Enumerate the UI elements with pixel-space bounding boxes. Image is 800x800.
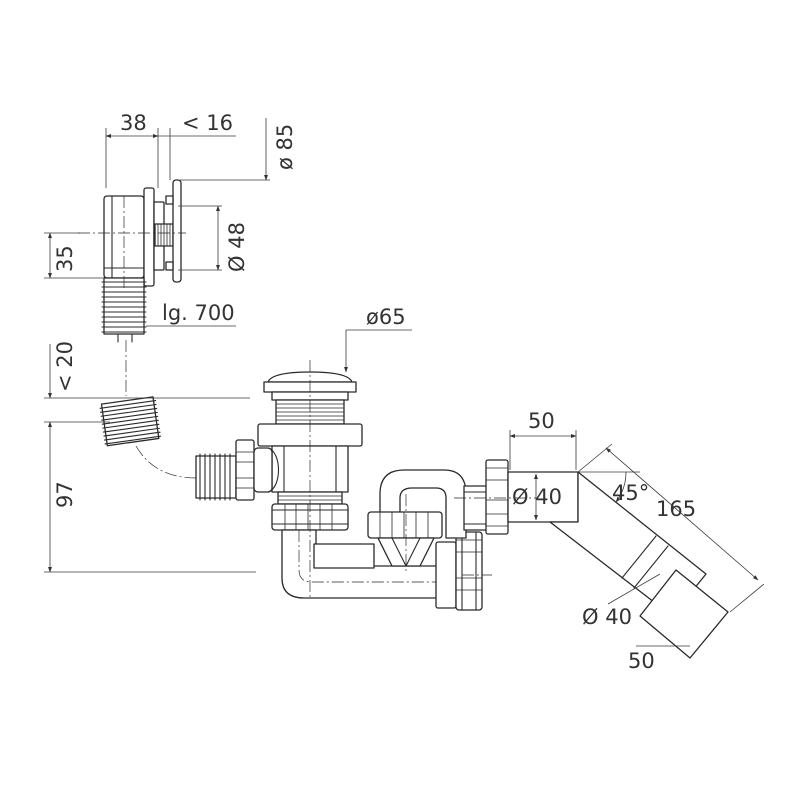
label-length-165: 165: [656, 497, 696, 521]
label-dia-85: ø 85: [273, 124, 297, 170]
label-dia-40-top: Ø 40: [512, 485, 562, 509]
bolt-thread: [157, 224, 171, 246]
trap: [367, 459, 579, 567]
corrugated-hose: [99, 396, 237, 501]
label-angle-45: 45°: [612, 481, 649, 505]
label-dia-48: Ø 48: [225, 222, 249, 272]
label-hose-length: lg. 700: [162, 301, 235, 325]
label-width-38: 38: [120, 111, 147, 135]
label-dia-40-bottom: Ø 40: [582, 605, 632, 629]
label-dia-65: ø65: [366, 305, 406, 329]
label-height-97: 97: [53, 481, 77, 508]
label-gap-16: < 16: [182, 111, 233, 135]
label-width-50-top: 50: [528, 409, 555, 433]
dimensions: [44, 118, 765, 647]
label-height-20: < 20: [53, 341, 77, 392]
label-height-35: 35: [53, 245, 77, 272]
center-lines: [78, 196, 536, 600]
label-width-50-bottom: 50: [628, 649, 655, 673]
